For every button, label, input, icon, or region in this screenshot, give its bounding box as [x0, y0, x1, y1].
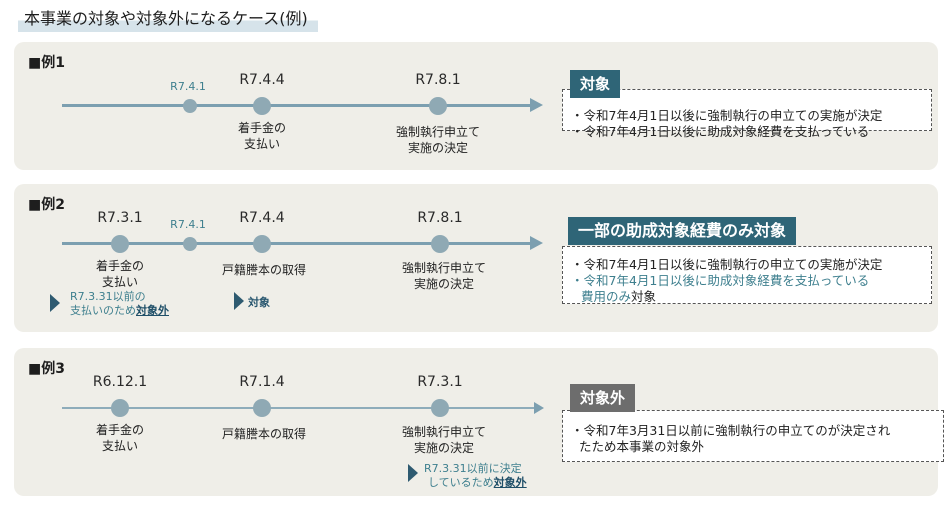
note-line: 支払いのため対象外 [70, 304, 169, 318]
date-label: R6.12.1 [92, 374, 148, 390]
event-line: 強制執行申立て [395, 125, 481, 139]
date-label: R7.4.4 [239, 210, 285, 226]
event-line: 強制執行申立て [401, 425, 487, 439]
event-line: 強制執行申立て [401, 261, 487, 275]
result-line: ・令和7年4月1日以後に強制執行の申立ての実施が決定 [571, 257, 883, 272]
note-line-text: 支払いのため [70, 304, 136, 317]
case-panel-3: ■例3 R6.12.1 R7.1.4 R7.3.1 着手金の 支払い 戸籍謄本の… [14, 348, 944, 496]
result-tag: 対象外 [570, 384, 636, 412]
case-label: ■例3 [28, 361, 65, 377]
event-line: 実施の決定 [407, 141, 469, 155]
note-line: R7.3.31以前に決定 [424, 462, 522, 475]
note-emphasis: 対象外 [136, 304, 169, 317]
date-label: R7.4.1 [170, 218, 206, 231]
timeline-dot [431, 399, 449, 417]
timeline-dot [429, 97, 447, 115]
timeline-line [62, 242, 532, 245]
timeline-dot [253, 97, 271, 115]
event-line: 着手金の [237, 121, 287, 135]
event-line: 支払い [101, 275, 139, 289]
result-line: たため本事業の対象外 [579, 439, 705, 454]
case-label: ■例2 [28, 197, 65, 213]
note-line: しているため対象外 [424, 476, 527, 490]
page-title: 本事業の対象や対象外になるケース(例) [18, 6, 318, 32]
event-label: 着手金の 支払い [238, 120, 286, 152]
event-label: 着手金の 支払い [96, 422, 144, 454]
timeline-dot [253, 399, 271, 417]
result-line: ・令和7年4月1日以後に助成対象経費を支払っている [571, 124, 870, 139]
event-label: 戸籍謄本の取得 [222, 262, 306, 278]
result-line-part: 対象 [631, 289, 657, 304]
note-arrow-icon [50, 294, 60, 312]
event-label: 着手金の 支払い [96, 258, 144, 290]
timeline-dot [253, 235, 271, 253]
timeline-line [62, 104, 532, 107]
event-line: 支払い [243, 137, 281, 151]
event-label: 強制執行申立て 実施の決定 [402, 260, 486, 292]
event-line: 戸籍謄本の取得 [221, 427, 307, 441]
timeline-dot [111, 235, 129, 253]
event-label: 強制執行申立て 実施の決定 [396, 124, 480, 156]
date-label: R7.3.1 [97, 210, 143, 226]
date-label: R7.3.1 [417, 374, 463, 390]
case-panel-2: ■例2 R7.3.1 R7.4.1 R7.4.4 R7.8.1 着手金の 支払い… [14, 184, 938, 332]
timeline-dot [183, 237, 197, 251]
timeline-arrow [530, 98, 543, 112]
case-label: ■例1 [28, 55, 65, 71]
event-label: 強制執行申立て 実施の決定 [402, 424, 486, 456]
event-label: 戸籍謄本の取得 [222, 426, 306, 442]
date-label: R7.4.1 [170, 80, 206, 93]
result-box: ・令和7年4月1日以後に強制執行の申立ての実施が決定 ・令和7年4月1日以後に助… [562, 89, 932, 139]
result-line: ・令和7年4月1日以後に助成対象経費を支払っている [571, 273, 870, 288]
event-line: 着手金の [95, 259, 145, 273]
event-line: 戸籍謄本の取得 [221, 263, 307, 277]
date-label: R7.1.4 [239, 374, 285, 390]
timeline-dot [183, 99, 197, 113]
result-line-part: 費用のみ [581, 289, 632, 304]
note-text: R7.3.31以前に決定 しているため対象外 [424, 462, 527, 490]
note-arrow-icon [408, 464, 418, 482]
note-arrow-icon [234, 292, 244, 310]
event-line: 実施の決定 [413, 441, 475, 455]
event-line: 支払い [101, 439, 139, 453]
note-text: 対象 [248, 296, 270, 310]
timeline-dot [111, 399, 129, 417]
event-line: 着手金の [95, 423, 145, 437]
note-line-text: しているため [428, 476, 494, 489]
timeline-arrow [534, 402, 544, 414]
result-line: ・令和7年4月1日以後に強制執行の申立ての実施が決定 [571, 108, 883, 123]
note-line: R7.3.31以前の [70, 290, 146, 303]
note-emphasis: 対象 [248, 296, 270, 309]
result-tag: 対象 [570, 70, 621, 98]
case-panel-1: ■例1 R7.4.1 R7.4.4 R7.8.1 着手金の 支払い 強制執行申立… [14, 42, 938, 170]
result-box: ・令和7年4月1日以後に強制執行の申立ての実施が決定 ・令和7年4月1日以後に助… [562, 246, 932, 304]
result-tag: 一部の助成対象経費のみ対象 [568, 217, 797, 245]
date-label: R7.4.4 [239, 72, 285, 88]
result-line: ・令和7年3月31日以前に強制執行の申立てのが決定され [571, 423, 891, 438]
note-text: R7.3.31以前の 支払いのため対象外 [70, 290, 169, 318]
event-line: 実施の決定 [413, 277, 475, 291]
timeline-line [62, 407, 538, 409]
result-line: 費用のみ対象 [571, 289, 923, 305]
note-emphasis: 対象外 [493, 476, 527, 489]
timeline-dot [431, 235, 449, 253]
date-label: R7.8.1 [415, 72, 461, 88]
date-label: R7.8.1 [417, 210, 463, 226]
result-box: ・令和7年3月31日以前に強制執行の申立てのが決定され たため本事業の対象外 [562, 410, 944, 462]
timeline-arrow [530, 236, 543, 250]
